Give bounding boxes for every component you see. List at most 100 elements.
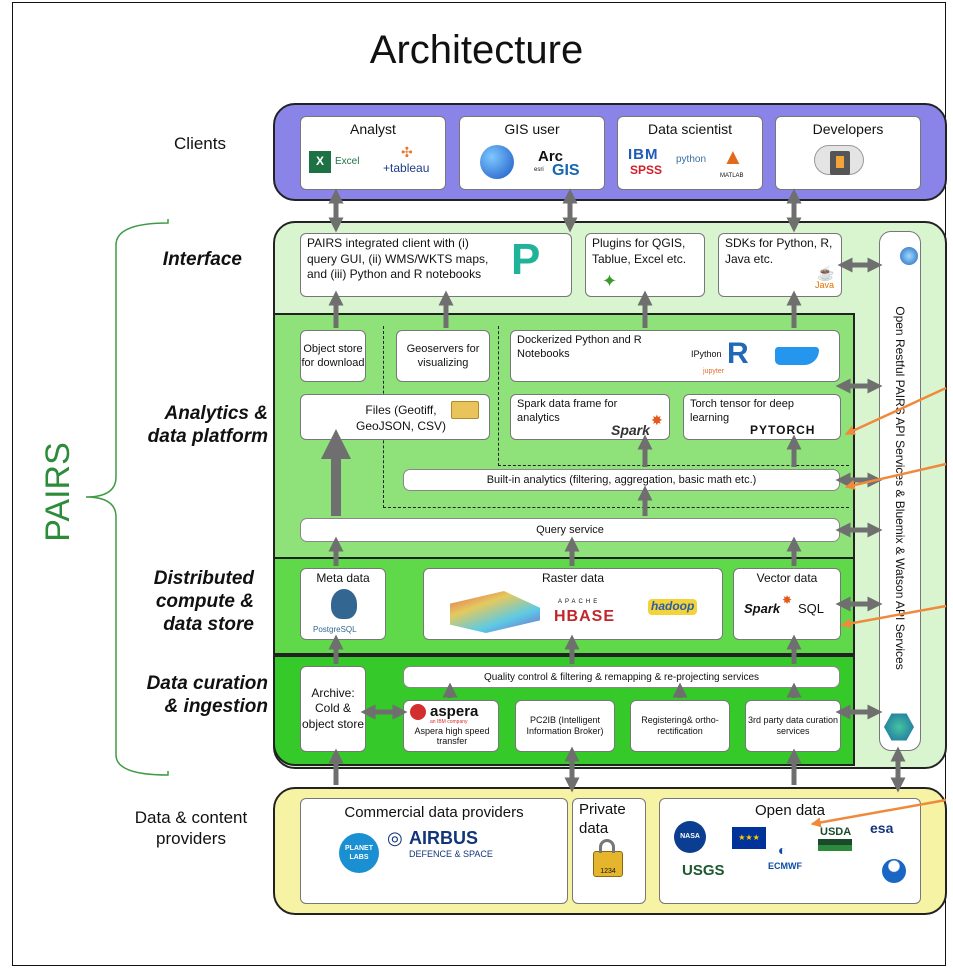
jupyter-logo: jupyter [703, 368, 725, 375]
pc2ib-box: PC2IB (Intelligent Information Broker) [515, 700, 615, 752]
archive-text: Archive: Cold & object store [301, 685, 365, 731]
vector-data-label: Vector data [756, 571, 818, 585]
hadoop-logo: hadoop [648, 599, 698, 615]
hbase-logo: HBASE [554, 608, 616, 625]
object-store-box: Object store for download [300, 330, 366, 382]
ecmwf-logo: ECMWF [768, 861, 802, 871]
files-text: Files (Geotiff, GeoJSON, CSV) [355, 403, 447, 433]
third-party-box: 3rd party data curation services [745, 700, 841, 752]
meta-data-label: Meta data [316, 571, 370, 585]
commercial-providers-label: Commercial data providers [344, 804, 524, 821]
watson-icon [900, 247, 918, 265]
usda-logo: USDA [820, 826, 852, 838]
client-analyst-label: Analyst [350, 121, 396, 137]
eu-flag-icon: ★★★ [732, 827, 766, 849]
layer-label-interface: Interface [162, 249, 242, 270]
open-data-label: Open data [754, 802, 826, 819]
pairs-p-logo: P [511, 235, 541, 284]
client-scientist: Data scientist IBM SPSS python ▲ MATLAB [617, 116, 763, 190]
layer-label-curation: Data curation & ingestion [146, 673, 268, 718]
arcgis-logo-arc: Arc [538, 148, 564, 165]
ibm-logo: IBM [628, 146, 659, 163]
commercial-providers-box: Commercial data providers PLANET LABS ◎ … [300, 798, 568, 904]
airbus-swirl-icon: ◎ [387, 828, 403, 848]
ipython-logo: IPython [691, 349, 722, 359]
quality-control-text: Quality control & filtering & remapping … [483, 671, 760, 683]
registering-text: Registering& ortho-rectification [641, 715, 719, 736]
spark-star-icon: ✸ [651, 412, 663, 428]
python-logo: python [676, 154, 707, 165]
query-service-text: Query service [536, 524, 604, 536]
layer-label-analytics: Analytics & data platform [147, 403, 268, 448]
spark-sql-logo-spark: Spark [744, 601, 781, 616]
qgis-icon: ✦ [602, 271, 618, 291]
registering-box: Registering& ortho-rectification [630, 700, 730, 752]
airbus-logo: AIRBUS [409, 828, 479, 848]
spark-logo: Spark [611, 422, 650, 438]
plugins-text: Plugins for QGIS, Tablue, Excel etc. [592, 236, 687, 266]
download-icon [830, 151, 850, 175]
folder-icon [451, 401, 479, 419]
raster-stack-icon [450, 591, 540, 633]
aspera-sub: an IBM company [430, 719, 468, 725]
layer-label-clients: Clients [174, 134, 226, 153]
aspera-icon [410, 704, 426, 720]
tableau-icon: ✣ [401, 144, 413, 160]
client-scientist-label: Data scientist [647, 121, 733, 137]
spss-logo: SPSS [630, 163, 663, 177]
client-gis-label: GIS user [504, 121, 560, 137]
arcgis-logo-gis: GIS [552, 162, 580, 179]
postgres-logo: PostgreSQL [313, 625, 357, 634]
vector-data-box: Vector data Spark ✸ SQL [733, 568, 841, 640]
layer-label-distributed: Distributed compute & data store [153, 568, 254, 636]
usda-field-icon [818, 839, 852, 851]
ecmwf-icon: ◐ [778, 842, 787, 858]
torch-text: Torch tensor for deep learning [690, 398, 794, 425]
torch-box: Torch tensor for deep learning PYTORCH [683, 394, 841, 440]
private-data-box: Private data 1234 [572, 798, 646, 904]
sdks-box: SDKs for Python, R, Java etc. Java ☕ [718, 233, 842, 297]
padlock-shackle [599, 839, 615, 853]
raster-data-box: Raster data APACHE HBASE hadoop [423, 568, 723, 640]
third-party-text: 3rd party data curation services [747, 715, 839, 736]
spark-sql-star-icon: ✸ [782, 593, 793, 607]
api-sidebar [879, 231, 921, 751]
client-developers: Developers [775, 116, 921, 190]
slide-title: Architecture [369, 28, 584, 72]
nasa-logo: NASA [674, 821, 706, 853]
java-logo: Java [815, 280, 835, 290]
geoservers-text: Geoservers for visualizing [406, 342, 480, 369]
client-analyst: Analyst X Excel +tableau ✣ [300, 116, 446, 190]
matlab-logo: MATLAB [720, 173, 744, 179]
airbus-sub: DEFENCE & SPACE [409, 849, 493, 859]
tableau-logo: +tableau [383, 161, 430, 175]
meta-data-box: Meta data PostgreSQL [300, 568, 386, 640]
client-gis: GIS user Arc GIS esri [459, 116, 605, 190]
private-data-label: Private data [579, 801, 626, 837]
excel-logo-text: Excel [335, 156, 360, 167]
usgs-logo: USGS [682, 862, 725, 879]
pytorch-logo: PYTORCH [750, 423, 816, 437]
quality-control-box: Quality control & filtering & remapping … [403, 666, 840, 688]
layer-label-providers: Data & content providers [134, 808, 248, 849]
matlab-icon: ▲ [722, 144, 744, 169]
builtin-analytics-box: Built-in analytics (filtering, aggregati… [403, 469, 840, 491]
pc2ib-text: PC2IB (Intelligent Information Broker) [526, 715, 604, 736]
planet-logo: PLANET LABS [339, 833, 379, 873]
aspera-box: aspera an IBM company Aspera high speed … [403, 700, 499, 752]
open-data-box: Open data NASA USGS ★★★ ◐ ECMWF USDA esa [659, 798, 921, 904]
padlock-icon: 1234 [593, 851, 623, 877]
excel-icon: X [309, 151, 331, 173]
esa-logo: esa [870, 820, 894, 836]
builtin-analytics-text: Built-in analytics (filtering, aggregati… [486, 474, 757, 486]
raster-data-label: Raster data [541, 571, 605, 585]
bluemix-icon [884, 713, 914, 741]
aspera-text: Aspera high speed transfer [414, 726, 490, 747]
files-box: Files (Geotiff, GeoJSON, CSV) [300, 394, 490, 440]
dockerized-text: Dockerized Python and R Notebooks [517, 334, 642, 361]
postgres-elephant-icon [331, 589, 357, 619]
geoservers-box: Geoservers for visualizing [396, 330, 490, 382]
aspera-logo: aspera [430, 703, 479, 720]
apache-logo: APACHE [558, 599, 601, 605]
sdks-text: SDKs for Python, R, Java etc. [725, 236, 833, 266]
